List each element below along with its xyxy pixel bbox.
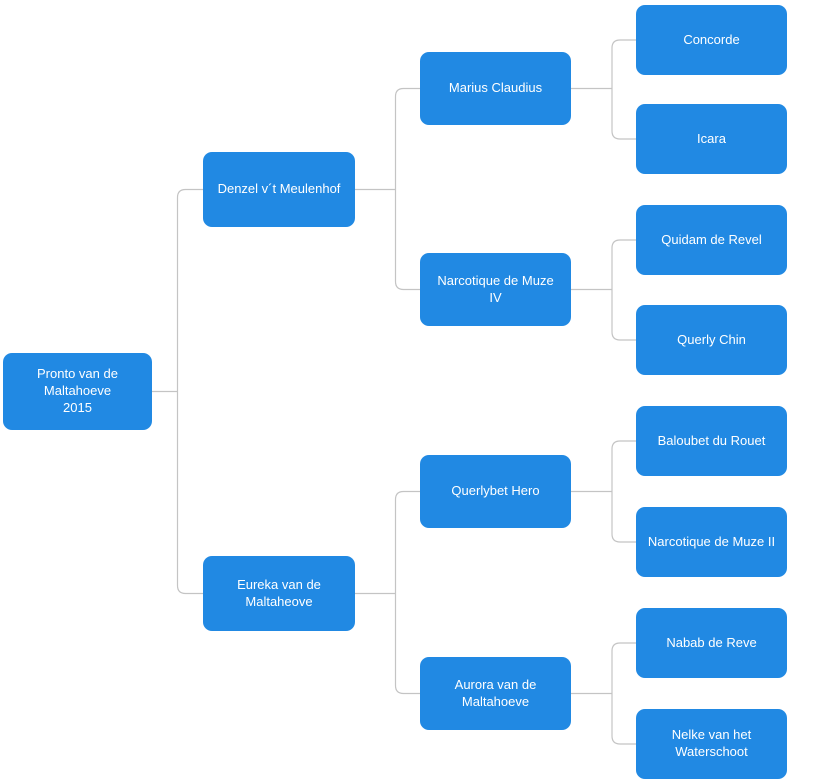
node-baloubet-du-rouet[interactable]: Baloubet du Rouet <box>636 406 787 476</box>
connector-eureka-to-children <box>355 490 420 695</box>
node-label: Icara <box>697 130 726 146</box>
node-querly-chin[interactable]: Querly Chin <box>636 305 787 375</box>
node-label: Nelke van het Waterschoot <box>671 727 752 759</box>
node-label: Narcotique de Muze II <box>647 533 776 549</box>
node-icara[interactable]: Icara <box>636 104 787 174</box>
connector-root-to-gen2 <box>152 188 203 595</box>
node-label: Concorde <box>683 31 740 47</box>
node-label: Eureka van de Maltaheove <box>237 576 321 609</box>
node-denzel-vt-meulenhof[interactable]: Denzel v´t Meulenhof <box>203 152 355 227</box>
node-quidam-de-revel[interactable]: Quidam de Revel <box>636 205 787 275</box>
node-nabab-de-reve[interactable]: Nabab de Reve <box>636 608 787 678</box>
node-concorde[interactable]: Concorde <box>636 5 787 75</box>
node-label: Narcotique de Muze IV <box>437 272 554 305</box>
node-year: 2015 <box>63 399 92 415</box>
node-label: Quidam de Revel <box>661 231 762 247</box>
node-narcotique-de-muze-ii[interactable]: Narcotique de Muze II <box>636 507 787 577</box>
node-nelke-van-het-waterschoot[interactable]: Nelke van het Waterschoot <box>636 709 787 779</box>
node-label: Baloubet du Rouet <box>657 432 766 448</box>
node-label: Aurora van de Maltahoeve <box>454 676 537 709</box>
connector-narcotique4-to-children <box>571 239 636 341</box>
node-pronto-van-de-maltahoeve[interactable]: Pronto van de Maltahoeve 2015 <box>3 353 152 430</box>
node-label: Querlybet Hero <box>451 483 540 499</box>
connector-marius-to-children <box>571 39 636 140</box>
node-marius-claudius[interactable]: Marius Claudius <box>420 52 571 125</box>
node-aurora-van-de-maltahoeve[interactable]: Aurora van de Maltahoeve <box>420 657 571 730</box>
node-label: Querly Chin <box>677 331 746 347</box>
node-label: Marius Claudius <box>448 80 543 96</box>
connector-querlybet-to-children <box>571 440 636 543</box>
node-label: Pronto van de Maltahoeve <box>37 366 118 399</box>
node-label: Nabab de Reve <box>666 634 757 650</box>
node-querlybet-hero[interactable]: Querlybet Hero <box>420 455 571 528</box>
node-eureka-van-de-maltaheove[interactable]: Eureka van de Maltaheove <box>203 556 355 631</box>
connector-denzel-to-children <box>355 87 420 291</box>
connector-aurora-to-children <box>571 642 636 745</box>
node-label: Denzel v´t Meulenhof <box>217 181 341 197</box>
node-narcotique-de-muze-iv[interactable]: Narcotique de Muze IV <box>420 253 571 326</box>
